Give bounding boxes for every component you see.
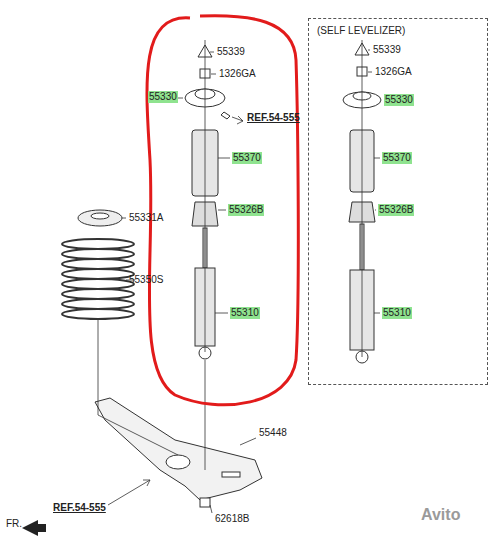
part-number: 55448	[258, 427, 288, 439]
part-number: 55331A	[128, 212, 164, 224]
front-arrow	[22, 520, 46, 536]
part-number: 55330	[148, 91, 178, 103]
part-number: 62618B	[214, 513, 250, 525]
mount-bolt	[221, 112, 230, 119]
part-number: 55370	[382, 152, 412, 164]
part-number: 1326GA	[374, 66, 413, 78]
nut	[200, 498, 210, 507]
part-number: 1326GA	[218, 68, 257, 80]
part-number: 55339	[372, 44, 402, 56]
reference: REF.54-555	[246, 112, 301, 124]
part-number: 55350S	[128, 274, 164, 286]
spring-seat	[166, 455, 190, 469]
red-highlight	[147, 16, 298, 405]
direction-label: FR.	[5, 518, 23, 530]
watermark: Avito	[420, 506, 461, 524]
part-number: 55326B	[228, 204, 264, 216]
bolt	[222, 472, 240, 477]
part-number: 55326B	[378, 204, 414, 216]
coil-spring	[62, 239, 134, 319]
part-number: 55330	[384, 94, 414, 106]
part-number: 55370	[232, 152, 262, 164]
group-title: (SELF LEVELIZER)	[309, 19, 413, 43]
spring-pad	[78, 210, 122, 226]
part-number: 55339	[216, 46, 246, 58]
reference: REF.54-555	[52, 502, 107, 514]
part-number: 55310	[382, 307, 412, 319]
part-number: 55310	[230, 307, 260, 319]
lower-arm	[95, 398, 262, 500]
